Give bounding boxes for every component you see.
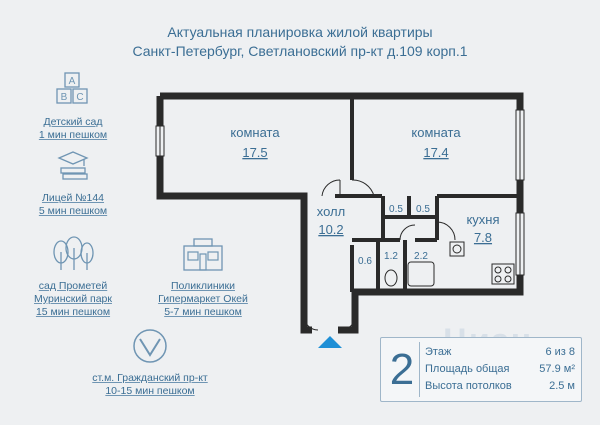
- hall-name: холл: [317, 204, 345, 219]
- poi-time: 10-15 мин пешком: [105, 385, 195, 397]
- address: Санкт-Петербург, Светлановский пр-кт д.1…: [132, 43, 468, 59]
- poi-metro: ст.м. Гражданский пр-кт 10-15 мин пешком: [80, 328, 220, 398]
- poi-time: 1 мин пешком: [38, 129, 108, 141]
- kitchen-area: 7.8: [474, 230, 492, 245]
- room2-area: 17.4: [423, 145, 448, 160]
- windows: [155, 109, 525, 276]
- poi-name: сад Прометей: [38, 280, 108, 292]
- metro-logo-icon: [80, 328, 220, 368]
- poi-time: 5 мин пешком: [38, 205, 108, 217]
- small-room-area: 0.5: [389, 204, 403, 215]
- ceiling-value: 2.5 м: [549, 380, 575, 392]
- poi-name: Поликлиники: [171, 280, 235, 292]
- room1-name: комната: [230, 125, 280, 140]
- room1-area: 17.5: [242, 145, 267, 160]
- bath-fixtures: [384, 261, 435, 287]
- poi-name: Детский сад: [43, 116, 103, 128]
- poi-lyceum: Лицей №144 5 мин пешком: [14, 150, 132, 218]
- small-room-area: 1.2: [384, 251, 398, 262]
- outer-walls: [156, 92, 524, 334]
- poi-name-2: Гипермаркет Окей: [158, 293, 248, 305]
- small-room-area: 0.5: [416, 204, 430, 215]
- park-trees-icon: [14, 236, 132, 276]
- abc-blocks-icon: A B C: [14, 72, 132, 112]
- small-room-area: 0.6: [358, 256, 372, 267]
- plan-title: Актуальная планировка жилой квартиры: [167, 24, 433, 40]
- hall-area: 10.2: [318, 222, 343, 237]
- floor-row: Этаж 6 из 8: [425, 344, 575, 361]
- floor-value: 6 из 8: [545, 346, 575, 358]
- poi-kindergarten: A B C Детский сад 1 мин пешком: [14, 72, 132, 142]
- poi-clinic-store: Поликлиники Гипермаркет Окей 5-7 мин пеш…: [140, 236, 266, 319]
- poi-name: Лицей №144: [41, 192, 105, 204]
- svg-text:A: A: [69, 76, 76, 87]
- area-value: 57.9 м²: [539, 363, 575, 375]
- ceiling-row: Высота потолков 2.5 м: [425, 378, 575, 395]
- kitchen-name: кухня: [466, 212, 499, 227]
- poi-name: ст.м. Гражданский пр-кт: [92, 372, 208, 384]
- room2-name: комната: [411, 125, 461, 140]
- kitchen-fixtures: [449, 241, 515, 285]
- poi-time: 15 мин пешком: [35, 306, 111, 318]
- poi-time: 5-7 мин пешком: [164, 306, 242, 318]
- area-label: Площадь общая: [425, 363, 510, 375]
- apartment-info-box: 2 Этаж 6 из 8 Площадь общая 57.9 м² Высо…: [380, 337, 582, 402]
- info-rows: Этаж 6 из 8 Площадь общая 57.9 м² Высота…: [425, 344, 575, 395]
- door-swings: [303, 179, 456, 331]
- entrance-marker: [318, 336, 342, 348]
- small-room-area: 2.2: [414, 251, 428, 262]
- area-row: Площадь общая 57.9 м²: [425, 361, 575, 378]
- svg-text:B: B: [61, 92, 68, 103]
- rooms-count: 2: [385, 342, 420, 397]
- svg-text:C: C: [76, 92, 83, 103]
- poi-park: сад Прометей Муринский парк 15 мин пешко…: [14, 236, 132, 319]
- ceiling-label: Высота потолков: [425, 380, 512, 392]
- floor-label: Этаж: [425, 346, 452, 358]
- interior-walls: [335, 96, 520, 292]
- school-books-icon: [14, 150, 132, 188]
- store-building-icon: [140, 236, 266, 276]
- poi-name-2: Муринский парк: [34, 293, 112, 305]
